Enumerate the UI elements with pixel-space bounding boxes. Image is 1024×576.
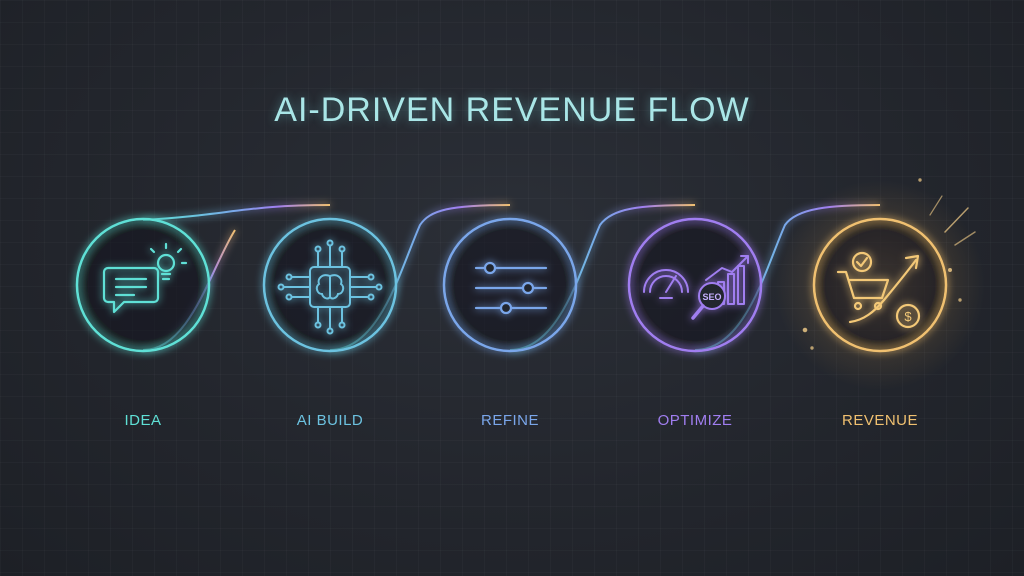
sliders-icon — [474, 261, 548, 315]
step-circle-3 — [442, 217, 578, 353]
step-label-ai-build: AI BUILD — [296, 412, 364, 429]
step-label-revenue: REVENUE — [841, 412, 919, 429]
step-label-refine: REFINE — [480, 412, 539, 429]
chat-lightbulb-icon — [102, 242, 188, 314]
svg-text:SEO: SEO — [702, 292, 721, 302]
step-label-idea: IDEA — [124, 412, 162, 429]
step-label-optimize: OPTIMIZE — [657, 412, 733, 429]
step-circle-5 — [812, 217, 948, 353]
cart-dollar-growth-icon: $ — [836, 251, 921, 329]
step-circle-4 — [627, 217, 763, 353]
speedometer-seo-chart-icon: SEO — [643, 255, 749, 320]
sparkles — [802, 178, 976, 350]
diagram-title: AI-DRIVEN REVENUE FLOW — [274, 90, 750, 129]
step-circle-1 — [75, 217, 211, 353]
ai-chip-brain-icon — [277, 239, 383, 335]
svg-text:$: $ — [904, 309, 912, 324]
